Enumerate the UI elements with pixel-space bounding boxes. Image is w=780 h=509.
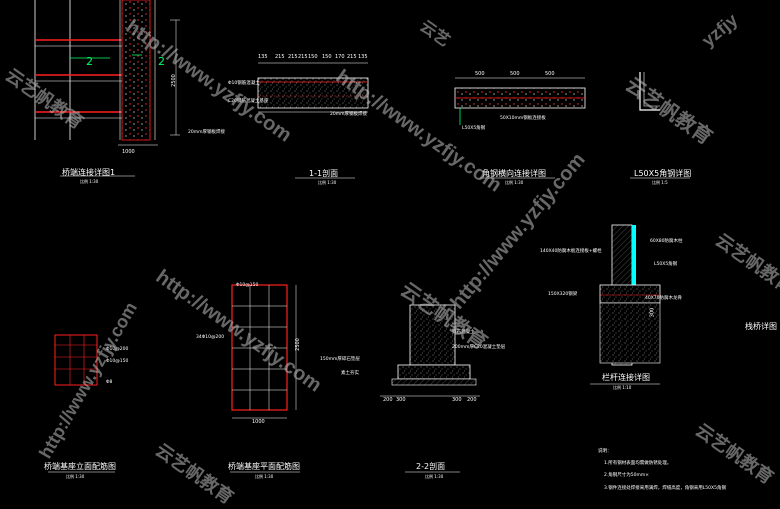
- callout-note: Φ10钢筋混凝土: [228, 81, 260, 86]
- callout-note: 素土夯实: [341, 371, 359, 376]
- callout-note: 150X320钢梁: [548, 292, 578, 297]
- dimension-label: 500: [510, 71, 520, 77]
- dimension-label: 1000: [252, 419, 265, 425]
- section-1-1-drawing: [257, 62, 369, 179]
- rail-conn-detail-drawing: [590, 224, 661, 385]
- callout-note: 20mm厚钢板焊接: [188, 130, 225, 135]
- scale-label: 比例 1:30: [66, 474, 85, 479]
- title-rail-conn-detail: 栏杆连接详图: [602, 373, 650, 382]
- callout-note: 140X40防腐木板连接板+螺栓: [540, 249, 602, 254]
- dimension-label: 2500: [294, 338, 301, 351]
- title-section-2-2: 2-2剖面: [416, 462, 446, 471]
- notes-block-line: 1.所有钢材表面均需做防锈处理。: [604, 461, 672, 466]
- scale-label: 比例 1:30: [255, 474, 274, 479]
- base-elev-rebar-drawing: [48, 334, 115, 473]
- title-bridge-details: 栈桥详图: [745, 322, 777, 331]
- callout-note: L50X5角钢: [654, 262, 678, 267]
- base-plan-rebar-drawing: [230, 284, 300, 473]
- callout-note: 200mm厚C20混凝土垫层: [452, 345, 506, 350]
- dimension-label: 150: [308, 54, 318, 60]
- dimension-label: 500: [545, 71, 555, 77]
- scale-label: 比例 1:5: [652, 180, 668, 185]
- section-mark-label: 2: [158, 55, 165, 68]
- dimension-label: 215: [275, 54, 285, 60]
- title-angle-conn-detail: 角钢横向连接详图: [482, 169, 546, 178]
- dimension-label: 1000: [122, 149, 135, 155]
- callout-note: C20钢筋混凝土基座: [228, 99, 269, 104]
- callout-note: Φ10@150: [106, 359, 129, 364]
- dimension-label: 300: [649, 307, 656, 318]
- dimension-label: 200: [467, 397, 477, 403]
- notes-block-line: 2.角钢尺寸为50mm×: [604, 473, 650, 478]
- callout-note: L50X5角钢: [462, 126, 486, 131]
- title-base-elev-rebar: 桥端基座立面配筋图: [44, 462, 116, 471]
- dimension-label: 200: [383, 397, 393, 403]
- title-bridge-end-detail1: 桥端连接详图1: [62, 168, 116, 177]
- section-2-2-drawing: [380, 304, 480, 473]
- section-mark-label: 2: [86, 55, 93, 68]
- dimension-label: 170: [335, 54, 345, 60]
- bridge-end-detail1-drawing: [34, 0, 180, 177]
- dimension-label: 2500: [170, 74, 177, 87]
- callout-note: Φ10@150: [236, 283, 259, 288]
- callout-note: 40X70防腐木龙骨: [645, 296, 683, 301]
- dimension-label: 150: [322, 54, 332, 60]
- l50x5-detail-drawing: [630, 72, 690, 179]
- callout-note: 卵石混凝土: [452, 330, 475, 335]
- scale-label: 比例 1:10: [613, 385, 632, 390]
- title-l50x5-detail: L50X5角钢详图: [634, 169, 692, 178]
- dimension-label: 300: [396, 397, 406, 403]
- callout-note: 20mm厚钢板焊接: [330, 112, 367, 117]
- dimension-label: 215: [298, 54, 308, 60]
- title-base-plan-rebar: 桥端基座平面配筋图: [228, 462, 300, 471]
- dimension-label: 500: [475, 71, 485, 77]
- callout-note: 50X10mm钢板连接板: [500, 116, 546, 121]
- dimension-label: 215: [288, 54, 298, 60]
- notes-block-title: 说明：: [598, 449, 612, 454]
- scale-label: 比例 1:30: [505, 180, 524, 185]
- dimension-label: 300: [452, 397, 462, 403]
- scale-label: 比例 1:30: [80, 179, 99, 184]
- title-section-1-1: 1-1剖面: [309, 169, 339, 178]
- scale-label: 比例 1:30: [425, 474, 444, 479]
- callout-note: Φ8: [106, 380, 113, 385]
- angle-conn-detail-drawing: [454, 77, 586, 179]
- dimension-label: 215: [347, 54, 357, 60]
- notes-block-line: 3.钢件连接处焊接采用满焊，焊缝高度，角钢采用L50X5角钢: [604, 486, 726, 491]
- scale-label: 比例 1:30: [318, 180, 337, 185]
- callout-note: 60X80防腐木柱: [650, 239, 683, 244]
- dimension-label: 135: [358, 54, 368, 60]
- callout-note: 34Φ10@200: [196, 335, 225, 340]
- callout-note: 150mm厚碎石垫层: [320, 357, 360, 362]
- callout-note: Φ10@200: [106, 347, 129, 352]
- dimension-label: 135: [258, 54, 268, 60]
